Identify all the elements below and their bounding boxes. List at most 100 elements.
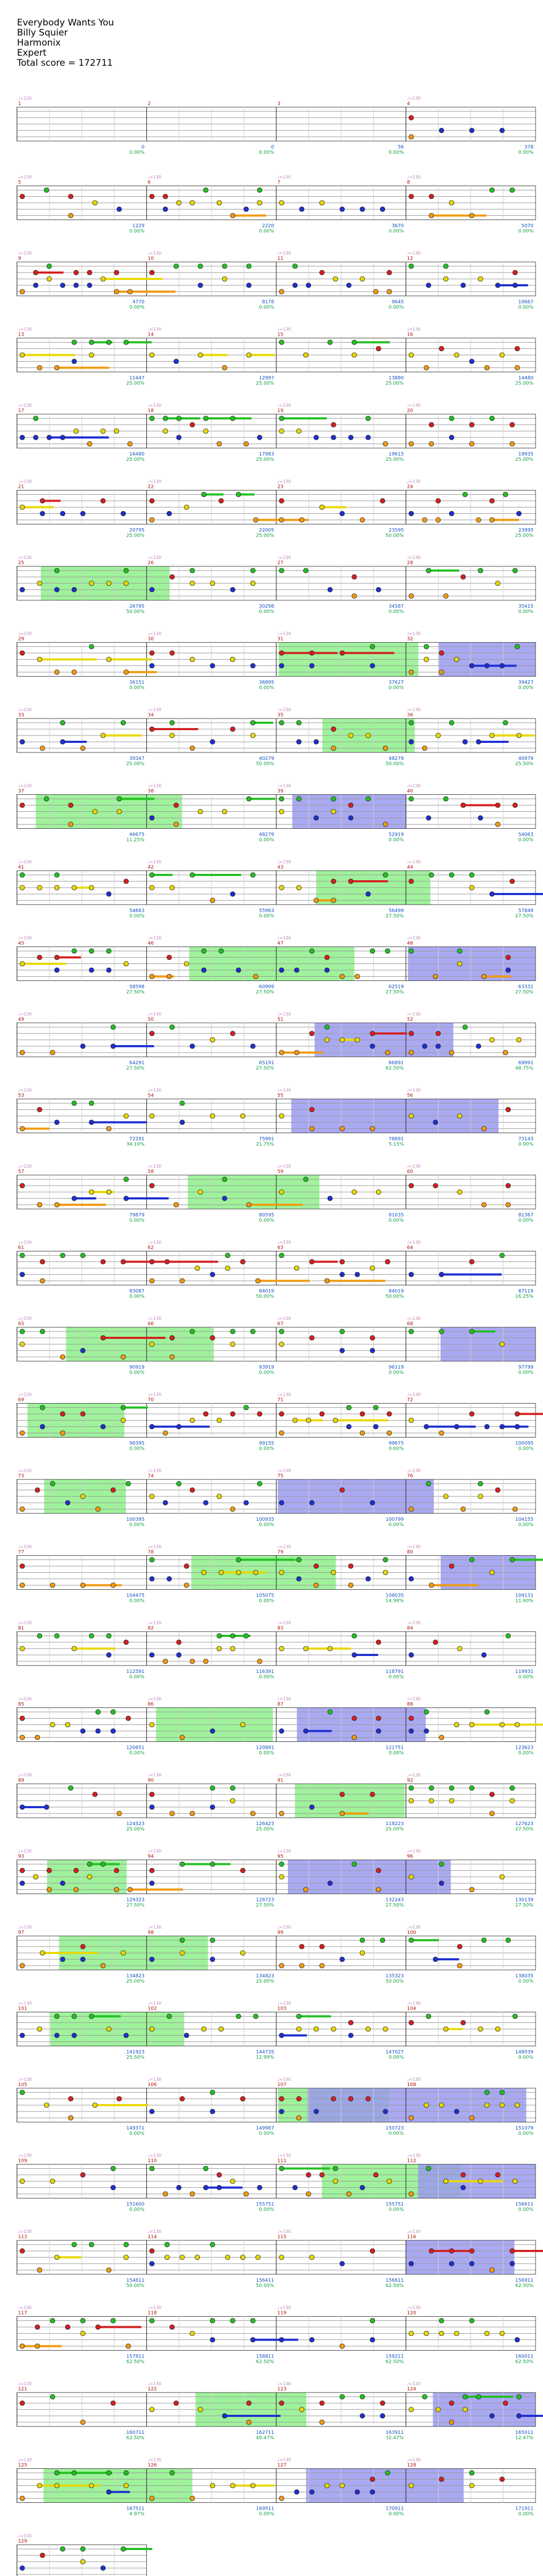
note-gem <box>279 1874 284 1880</box>
note-gem <box>149 974 155 979</box>
measure-score: 75991 <box>259 1137 274 1142</box>
note-gem <box>123 2470 129 2476</box>
note-gem <box>499 2330 505 2336</box>
note-gem <box>37 365 42 371</box>
note-gem <box>235 1557 241 1563</box>
measure-multiplier: 25.00% <box>126 381 145 387</box>
measure-number: 122 <box>148 2387 157 2392</box>
note-gem <box>54 967 60 973</box>
note-gem <box>164 2255 170 2260</box>
note-gem <box>449 872 454 878</box>
measure-multiplier: 0.00% <box>518 686 533 691</box>
note-gem <box>89 581 94 586</box>
tempo-marker: ♩=130 <box>148 1164 162 1169</box>
note-gem <box>80 1582 86 1588</box>
note-gem <box>183 1582 189 1588</box>
note-gem <box>313 898 319 903</box>
note-gem <box>149 1868 155 1873</box>
note-gem <box>235 967 241 973</box>
note-gem <box>127 1887 133 1892</box>
measure-multiplier: 0.00% <box>389 1522 404 1528</box>
note-gem <box>72 2032 77 2038</box>
measure-multiplier: 0.00% <box>129 1370 145 1375</box>
note-gem <box>449 416 454 421</box>
measure-multiplier: 25.00% <box>126 457 145 462</box>
measure-multiplier: 27.50% <box>515 1903 534 1908</box>
note-gem <box>375 346 381 352</box>
note-gem <box>169 733 175 738</box>
measure-score: 48279 <box>389 756 404 761</box>
measure-number: 56 <box>407 1093 414 1099</box>
tempo-marker: ♩=130 <box>277 403 291 408</box>
measure-score: 119931 <box>515 1669 533 1675</box>
note-gem <box>253 974 259 979</box>
note-gem <box>299 206 304 212</box>
note-gem <box>189 656 195 662</box>
note-gem <box>339 974 345 979</box>
note-gem <box>424 2330 429 2336</box>
note-gem <box>382 821 388 827</box>
note-gem <box>309 1107 315 1112</box>
note-gem <box>481 1126 487 1132</box>
note-gem <box>20 1880 25 1886</box>
note-gem <box>460 574 466 580</box>
measure-multiplier: 0.00% <box>518 1979 533 1984</box>
note-gem <box>209 581 215 586</box>
note-gem <box>209 1335 215 1340</box>
note-gem <box>385 1259 390 1265</box>
note-gem <box>365 1576 371 1582</box>
measure-number: 17 <box>18 408 24 414</box>
measure-multiplier: 27.50% <box>386 1903 404 1908</box>
note-gem <box>484 2330 490 2336</box>
tempo-marker: ♩=130 <box>407 251 421 256</box>
note-gem <box>331 2096 336 2101</box>
tempo-marker: ♩=130 <box>18 2153 32 2158</box>
note-gem <box>127 441 133 446</box>
note-gem <box>80 1348 86 1353</box>
note-gem <box>279 650 284 656</box>
note-gem <box>319 200 325 206</box>
note-gem <box>279 289 284 294</box>
measure-score: 20795 <box>129 528 145 533</box>
note-gem <box>209 1272 215 1277</box>
note-gem <box>495 2172 501 2178</box>
note-gem <box>189 872 195 878</box>
measure-multiplier: 0.00% <box>259 2131 274 2136</box>
note-gem <box>408 2191 414 2197</box>
note-gem <box>20 2565 25 2571</box>
measure-score: 155751 <box>386 2202 404 2207</box>
measure-number: 94 <box>148 1854 154 1860</box>
measure-score: 99155 <box>259 1441 274 1447</box>
measure-multiplier: 0.00% <box>389 1751 404 1756</box>
note-gem <box>106 656 112 662</box>
note-gem <box>40 1278 45 1284</box>
tempo-marker: ♩=130 <box>18 1240 32 1245</box>
note-gem <box>443 796 449 802</box>
note-gem <box>50 1481 56 1486</box>
note-gem <box>303 568 309 573</box>
tempo-marker: ♩=130 <box>148 555 162 560</box>
measure-score: 129323 <box>126 1898 144 1903</box>
measure-number: 64 <box>407 1246 414 1251</box>
note-gem <box>250 733 256 738</box>
note-gem <box>332 2178 338 2184</box>
note-gem <box>428 422 434 427</box>
note-gem <box>279 663 284 669</box>
measure-number: 127 <box>277 2463 286 2468</box>
note-gem <box>370 1500 375 1505</box>
note-gem <box>503 2400 509 2406</box>
note-gem <box>123 2032 129 2038</box>
note-gem <box>303 1177 309 1182</box>
note-gem <box>495 283 501 288</box>
measure-score: 151079 <box>515 2126 534 2131</box>
note-gem <box>50 1050 56 1055</box>
note-gem <box>324 2483 330 2489</box>
note-gem <box>428 1785 434 1791</box>
measure-multiplier: 27.50% <box>386 990 404 995</box>
note-gem <box>183 961 189 967</box>
note-gem <box>478 1494 483 1499</box>
measure-score: 23995 <box>518 528 533 533</box>
note-gem <box>173 821 179 827</box>
tempo-marker: ♩=130 <box>407 1240 421 1245</box>
note-gem <box>106 1652 112 1658</box>
